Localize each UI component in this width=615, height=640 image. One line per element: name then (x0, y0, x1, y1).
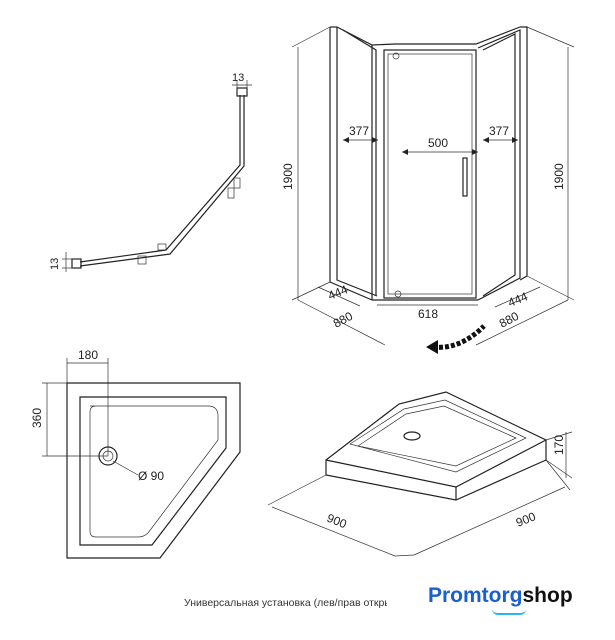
dim-1900-left-label: 1900 (281, 163, 295, 190)
profile-hinge (233, 177, 241, 189)
profile-end-top (236, 87, 248, 97)
tray-basin (89, 405, 219, 538)
right-side-panel (519, 26, 528, 281)
dim-ext-1900-left-top (291, 26, 331, 48)
dim-500-label: 500 (428, 136, 448, 150)
dim-1900-right-label: 1900 (552, 163, 566, 190)
dim-900-right-label: 900 (514, 509, 538, 530)
door-panel (383, 49, 477, 299)
dim-line-880-right (475, 299, 569, 346)
dim-618-label: 618 (418, 307, 438, 321)
dim-line-444-left (317, 286, 361, 307)
dim-ext-1900-right-bot (526, 275, 575, 301)
dim-377-right-label: 377 (489, 124, 509, 138)
door-pivot-top (392, 52, 400, 60)
tray-iso-outer (325, 391, 547, 501)
profile-end-left (71, 258, 82, 269)
brand-name-part2: shop (522, 584, 573, 607)
profile-outline (79, 95, 241, 263)
arrow-377-right-b (512, 137, 518, 143)
right-angle-panel-inner (482, 33, 516, 297)
dim-170-label: 170 (552, 435, 566, 455)
dim-line-880-left (297, 299, 386, 346)
tray-outer (66, 382, 241, 559)
door-handle (462, 157, 468, 197)
dim-ext-1900-right-top (526, 26, 575, 48)
door-swing-arrow-icon (426, 324, 486, 354)
dim-900-left-label: 900 (325, 511, 349, 532)
profile-hinge-2 (227, 187, 235, 199)
tray-iso-top-edge (325, 439, 547, 488)
left-angle-panel-inner (342, 29, 377, 296)
tray-rim (79, 396, 227, 546)
dim-ext-170-b (545, 459, 573, 479)
dim-line-444-right (494, 286, 541, 308)
dim-377-left-label: 377 (349, 124, 369, 138)
dim-top-label: 13 (232, 72, 244, 84)
top-rail (371, 26, 521, 46)
dim-ext-900-left (267, 474, 327, 506)
tray-iso-basin-inner (357, 405, 517, 467)
dim-360-label: 360 (30, 408, 44, 428)
left-angle-panel (336, 26, 373, 300)
profile-joint-2 (137, 255, 147, 265)
arrow-500-a (402, 149, 408, 155)
arrow-377-right-a (483, 137, 489, 143)
tray-iso-basin (349, 399, 527, 473)
door-pivot-bottom (394, 290, 402, 298)
dim-side-label: 13 (49, 258, 61, 270)
installation-caption: Универсальная установка (лев/прав откры (184, 597, 387, 609)
dim-line-900-right (413, 486, 566, 556)
profile-joint (157, 243, 167, 251)
dim-444-right-label: 444 (506, 289, 530, 310)
tray-plan: Ø 90 180 360 (30, 348, 241, 559)
dim-line-900-left (271, 506, 396, 557)
front-view: 377 500 377 1900 1900 444 618 444 880 (281, 26, 575, 354)
dim-ext-1900-left-bot (291, 281, 331, 301)
left-panel-outline (329, 27, 373, 301)
profile-view: 13 13 (49, 72, 252, 272)
dim-180-label: 180 (78, 348, 98, 362)
tray-iso-drain-icon (403, 431, 421, 441)
drain-diameter-label: Ø 90 (138, 469, 164, 483)
tray-iso: 170 900 900 (267, 391, 573, 557)
arrow-377-left-a (343, 137, 349, 143)
dim-ext-900-right (545, 459, 571, 491)
profile-outline-inner (79, 95, 245, 267)
dim-880-right-label: 880 (497, 309, 522, 331)
drain-leader (112, 460, 139, 476)
dim-corner-join (394, 554, 415, 557)
dim-880-left-label: 880 (331, 309, 356, 331)
door-glass (387, 53, 473, 295)
dim-ext-170-a (545, 431, 573, 441)
brand-logo[interactable]: Promtorgshop (428, 584, 573, 608)
arrow-500-b (472, 149, 478, 155)
left-panel-inner (336, 27, 378, 297)
arrow-377-left-b (372, 137, 378, 143)
right-angle-panel (477, 29, 521, 301)
brand-underline-icon (492, 609, 526, 615)
brand-name-part1: Promtorg (428, 584, 523, 607)
